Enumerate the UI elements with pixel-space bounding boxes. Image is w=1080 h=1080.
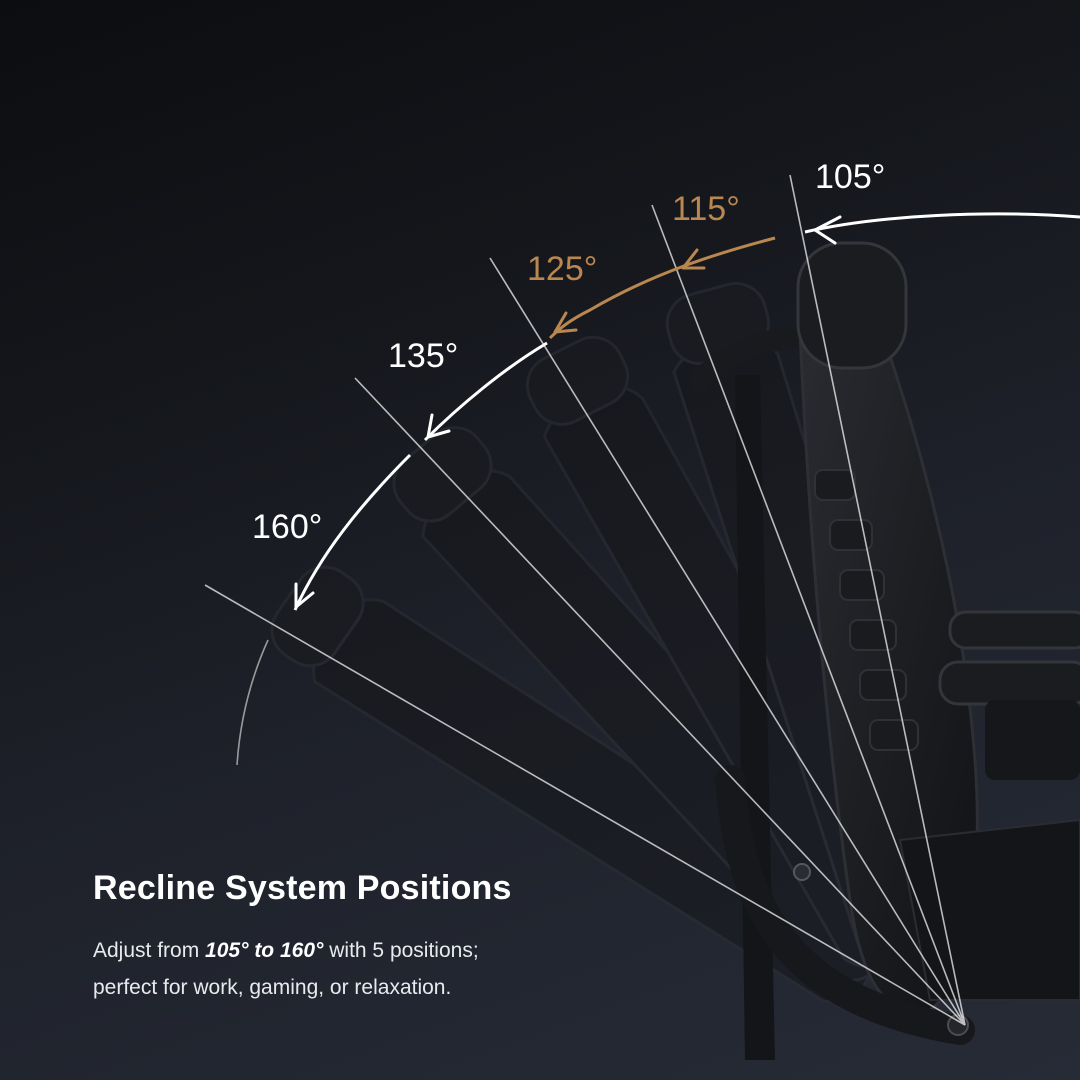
recline-arc — [293, 212, 1080, 611]
caption-body-mid: with 5 positions; — [323, 939, 479, 962]
angle-label-135: 135° — [388, 337, 458, 375]
caption-block: Recline System Positions Adjust from 105… — [93, 866, 613, 1006]
chair-image — [689, 241, 1080, 1060]
caption-body-prefix: Adjust from — [93, 939, 206, 962]
recline-guide-lines — [204, 174, 966, 1026]
caption-body: Adjust from 105° to 160° with 5 position… — [93, 932, 613, 1006]
caption-body-emphasis: 105° to 160° — [205, 939, 324, 962]
angle-labels: 105° 115° 125° 135° 160° — [252, 158, 885, 546]
caption-title: Recline System Positions — [93, 869, 512, 907]
caption-body-line2: perfect for work, gaming, or relaxation. — [93, 976, 452, 999]
angle-label-115: 115° — [672, 190, 740, 228]
angle-label-105: 105° — [815, 158, 885, 196]
arc-tail — [236, 639, 269, 766]
angle-label-160: 160° — [252, 508, 322, 546]
angle-label-125: 125° — [527, 250, 597, 288]
